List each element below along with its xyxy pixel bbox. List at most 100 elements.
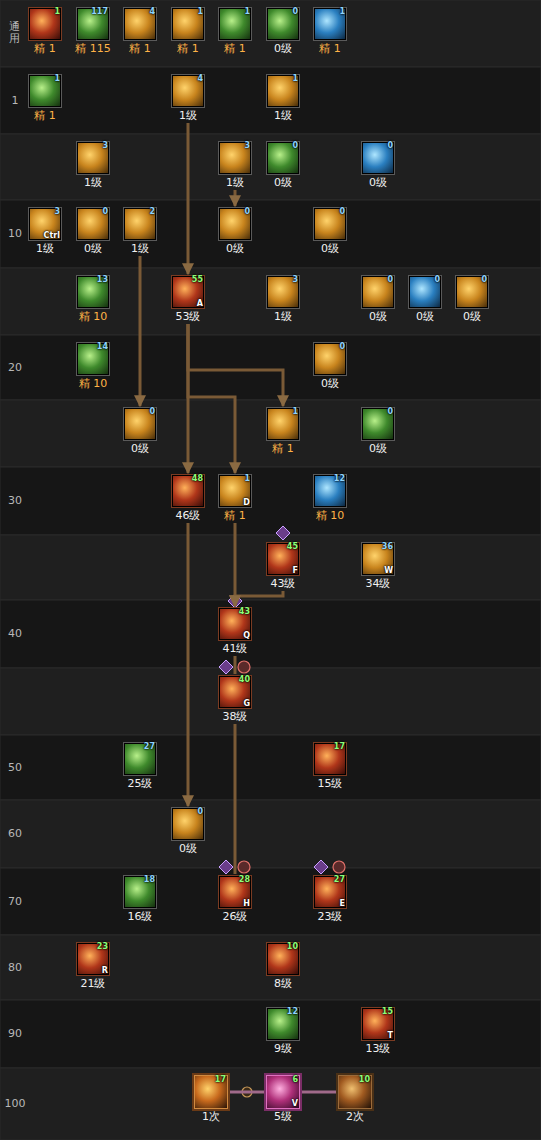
skill-slot: 129级 — [259, 1007, 307, 1055]
skill-points: 3 — [54, 207, 60, 216]
skill-icon: 0 — [266, 141, 300, 175]
skill-level: 9级 — [259, 1042, 307, 1055]
prerequisite-line — [187, 523, 190, 806]
skill-slot: 1精 1 — [259, 407, 307, 455]
skill-points: 17 — [215, 1075, 226, 1084]
skill-icon: 13 — [76, 275, 110, 309]
skill-points: 17 — [334, 742, 345, 751]
prerequisite-line — [188, 324, 235, 473]
rune-diamond — [219, 660, 233, 674]
skill-slot: 1精 1 — [211, 7, 259, 55]
skill-points: 0 — [339, 342, 345, 351]
skill-icon: 0 — [313, 342, 347, 376]
skill-slot: 1715级 — [306, 742, 354, 790]
rune-diamond — [314, 860, 328, 874]
skill-level: 精 1 — [21, 109, 69, 122]
skill-points: 27 — [144, 742, 155, 751]
level-label: 50 — [0, 761, 30, 774]
skill-points: 1 — [244, 7, 250, 16]
skill-level: 43级 — [259, 577, 307, 590]
skill-icon: 0 — [455, 275, 489, 309]
skill-points: 2 — [149, 207, 155, 216]
skill-icon: 1 — [171, 7, 205, 41]
skill-level: 34级 — [354, 577, 402, 590]
skill-slot: 13精 10 — [69, 275, 117, 323]
skill-level: 精 1 — [259, 442, 307, 455]
skill-points: 13 — [97, 275, 108, 284]
skill-slot: 00级 — [259, 7, 307, 55]
prerequisite-line — [187, 123, 190, 274]
skill-icon: 3 — [218, 141, 252, 175]
prerequisite-line — [139, 256, 142, 406]
skill-slot: 14精 10 — [69, 342, 117, 390]
skill-icon: 55A — [171, 275, 205, 309]
skill-slot: 55A53级 — [164, 275, 212, 323]
skill-icon: 3 — [76, 141, 110, 175]
skill-icon: 43Q — [218, 607, 252, 641]
skill-slot: 00级 — [448, 275, 496, 323]
skill-level: 0级 — [306, 242, 354, 255]
skill-slot: 00级 — [259, 141, 307, 189]
skill-level: 21级 — [69, 977, 117, 990]
skill-slot: 11级 — [259, 74, 307, 122]
skill-level: 0级 — [354, 442, 402, 455]
skill-level: 0级 — [211, 242, 259, 255]
skill-points: 0 — [434, 275, 440, 284]
skill-slot: 28H26级 — [211, 875, 259, 923]
row-band — [0, 0, 541, 67]
skill-level: 0级 — [448, 310, 496, 323]
skill-level: 0级 — [306, 377, 354, 390]
skill-slot: 4846级 — [164, 474, 212, 522]
skill-level: 1级 — [259, 109, 307, 122]
swirl-mark — [238, 661, 250, 673]
skill-points: 28 — [239, 875, 250, 884]
skill-points: 40 — [239, 675, 250, 684]
skill-icon: 1 — [313, 7, 347, 41]
skill-slot: 21级 — [116, 207, 164, 255]
skill-icon: 48 — [171, 474, 205, 508]
skill-level: 精 1 — [164, 42, 212, 55]
skill-level: 1级 — [211, 176, 259, 189]
skill-level: 0级 — [116, 442, 164, 455]
skill-points: 0 — [244, 207, 250, 216]
skill-icon: 0 — [123, 407, 157, 441]
row-band — [0, 668, 541, 735]
skill-points: 0 — [292, 141, 298, 150]
prerequisite-line — [234, 190, 237, 206]
skill-points: 10 — [359, 1075, 370, 1084]
skill-icon: 10 — [266, 942, 300, 976]
skill-slot: 117精 115 — [69, 7, 117, 55]
swirl-mark — [333, 861, 345, 873]
skill-level: 0级 — [401, 310, 449, 323]
skill-slot: 31级 — [259, 275, 307, 323]
skill-level: 5级 — [259, 1110, 307, 1123]
skill-icon: 12 — [266, 1007, 300, 1041]
skill-icon: 1D — [218, 474, 252, 508]
skill-level: 1次 — [187, 1110, 235, 1123]
level-label: 通用 — [9, 21, 20, 45]
skill-slot: 00级 — [354, 407, 402, 455]
skill-points: 0 — [339, 207, 345, 216]
level-label: 70 — [0, 895, 30, 908]
skill-icon: 17 — [194, 1075, 228, 1109]
skill-points: 48 — [192, 474, 203, 483]
skill-points: 0 — [387, 141, 393, 150]
hotkey: V — [292, 1099, 298, 1108]
level-label: 80 — [0, 961, 30, 974]
skill-icon: 45F — [266, 542, 300, 576]
hotkey: A — [197, 299, 203, 308]
row-band — [0, 868, 541, 935]
row-band — [0, 1068, 541, 1140]
skill-icon: 0 — [76, 207, 110, 241]
skill-points: 1 — [339, 7, 345, 16]
skill-icon: 12 — [313, 474, 347, 508]
swirl-mark — [238, 861, 250, 873]
row-band — [0, 735, 541, 800]
hotkey: F — [293, 566, 298, 575]
row-band — [0, 1000, 541, 1068]
skill-slot: 6V5级 — [259, 1075, 307, 1123]
skill-level: 2次 — [331, 1110, 379, 1123]
skill-points: 0 — [149, 407, 155, 416]
skill-points: 117 — [91, 7, 108, 16]
hotkey: Ctrl — [44, 231, 60, 240]
